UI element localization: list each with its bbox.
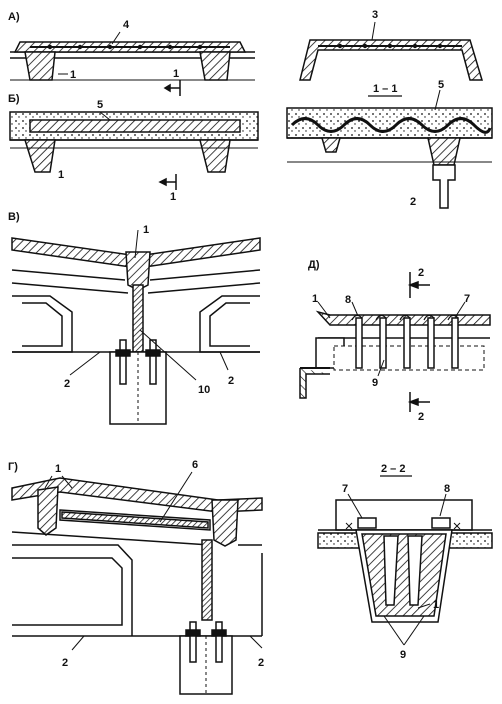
callout-1-section-2-2: 1 xyxy=(433,599,439,611)
section-title-1-1: 1 – 1 xyxy=(373,83,397,95)
callout-8-section-2-2: 8 xyxy=(444,483,450,495)
callout-2-section-1-1: 2 xyxy=(410,196,416,208)
panel-v-drawing xyxy=(11,229,261,425)
callout-7-panel-d: 7 xyxy=(464,293,470,305)
panel-label-v: В) xyxy=(8,211,20,223)
panel-label-g: Г) xyxy=(8,461,18,473)
panel-a-right-drawing xyxy=(299,21,484,81)
callout-1-panel-b: 1 xyxy=(58,169,64,181)
callout-8-panel-d: 8 xyxy=(345,294,351,306)
callout-3: 3 xyxy=(372,9,378,21)
callout-9-panel-d: 9 xyxy=(372,377,378,389)
callout-2-panel-v-left: 2 xyxy=(64,378,70,390)
section-1-1-drawing xyxy=(286,89,493,209)
section-mark-2-top: 2 xyxy=(418,267,424,279)
callout-2-panel-g-left: 2 xyxy=(62,657,68,669)
section-mark-2-bottom: 2 xyxy=(418,411,424,423)
callout-9-section-2-2: 9 xyxy=(400,649,406,661)
panel-g-drawing xyxy=(11,471,263,695)
section-title-2-2: 2 – 2 xyxy=(381,463,405,475)
callout-5-panel-b: 5 xyxy=(97,99,103,111)
callout-1-panel-a: 1 xyxy=(70,69,76,81)
panel-label-d: Д) xyxy=(308,259,320,271)
section-mark-1-top: 1 xyxy=(173,68,179,80)
callout-1-panel-d: 1 xyxy=(312,293,318,305)
callout-2-panel-g-right: 2 xyxy=(258,657,264,669)
panel-label-b: Б) xyxy=(8,93,20,105)
section-2-2-drawing xyxy=(317,475,493,646)
panel-a-drawing xyxy=(10,31,255,96)
panel-label-a: А) xyxy=(8,11,20,23)
callout-7-section-2-2: 7 xyxy=(342,483,348,495)
section-mark-1-bottom: 1 xyxy=(170,191,176,203)
callout-5-section: 5 xyxy=(438,79,444,91)
callout-10: 10 xyxy=(198,384,210,396)
panel-b-drawing xyxy=(9,111,259,190)
callout-4: 4 xyxy=(123,19,130,31)
callout-2-panel-v-right: 2 xyxy=(228,375,234,387)
callout-1-panel-g: 1 xyxy=(55,463,61,475)
callout-6: 6 xyxy=(192,459,198,471)
panel-d-drawing xyxy=(299,272,491,412)
callout-1-panel-v: 1 xyxy=(143,224,149,236)
